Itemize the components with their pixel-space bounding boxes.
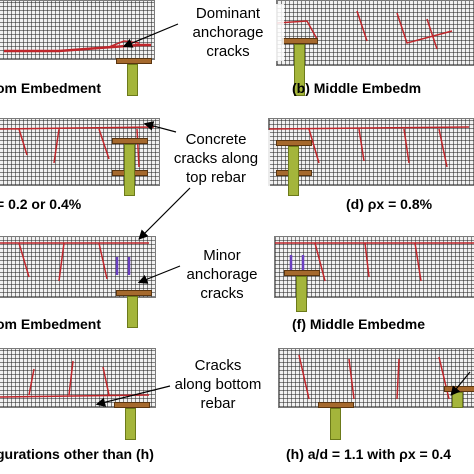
annotation-minor-anchorage: Minor anchorage cracks [180,246,264,303]
annotation-line: Cracks [194,357,242,374]
caption-c: = 0.2 or 0.4% [0,196,82,212]
support-rod [452,392,463,408]
caption-f: (f) Middle Embedme [292,316,426,332]
crack-pattern-c [0,126,155,168]
caption-d: (d) ρx = 0.8% [346,196,433,212]
caption-e: om Embedment [0,316,102,332]
caption-b: (b) Middle Embedm [292,80,422,96]
fem-panel-h [278,348,474,408]
support-rod [127,296,138,328]
caption-h: (h) a/d = 1.1 with ρx = 0.4 [286,446,452,462]
annotation-line: anchorage [186,266,258,283]
crack-pattern-b [277,10,453,50]
crack-pattern-h [298,354,450,400]
annotation-line: Minor [203,247,241,264]
bearing-plate [116,290,152,296]
crack-pattern-g [0,360,150,398]
support-rod [294,44,305,96]
annotation-line: Dominant [195,5,261,22]
fem-panel-b [276,0,474,66]
support-rod [125,408,136,440]
fem-panel-c [0,118,160,186]
annotation-line: top rebar [185,169,247,186]
crack-pattern-a [4,40,151,53]
caption-g: gurations other than (h) [0,446,154,462]
support-rod [296,276,307,312]
fem-panel-f [274,236,474,298]
crack-pattern-f [275,242,474,282]
support-rod [288,146,299,196]
crack-pattern-e [0,242,149,282]
fem-panel-g [0,348,156,408]
support-rod [330,408,341,440]
bearing-plate [284,270,320,276]
annotation-line: Concrete [185,131,247,148]
support-rod [124,144,135,196]
bearing-plate [318,402,354,408]
annotation-concrete-cracks: Concrete cracks along top rebar [162,130,270,187]
support-rod [127,64,138,96]
annotation-line: rebar [200,395,236,412]
fem-panel-a [0,0,155,60]
annotation-line: cracks [206,43,250,60]
bearing-plate [112,138,148,144]
annotation-bottom-rebar-cracks: Cracks along bottom rebar [166,356,270,413]
annotation-line: cracks along [173,150,259,167]
annotation-line: anchorage [192,24,264,41]
fem-panel-e [0,236,156,298]
bearing-plate [276,140,312,146]
crack-pattern-d [269,126,470,168]
bearing-plate [116,58,152,64]
annotation-dominant-anchorage: Dominant anchorage cracks [172,4,284,61]
annotation-line: along bottom [174,376,262,393]
annotation-line: cracks [200,285,244,302]
caption-a: om Embedment [0,80,102,96]
arrow-concrete-down [138,187,191,240]
